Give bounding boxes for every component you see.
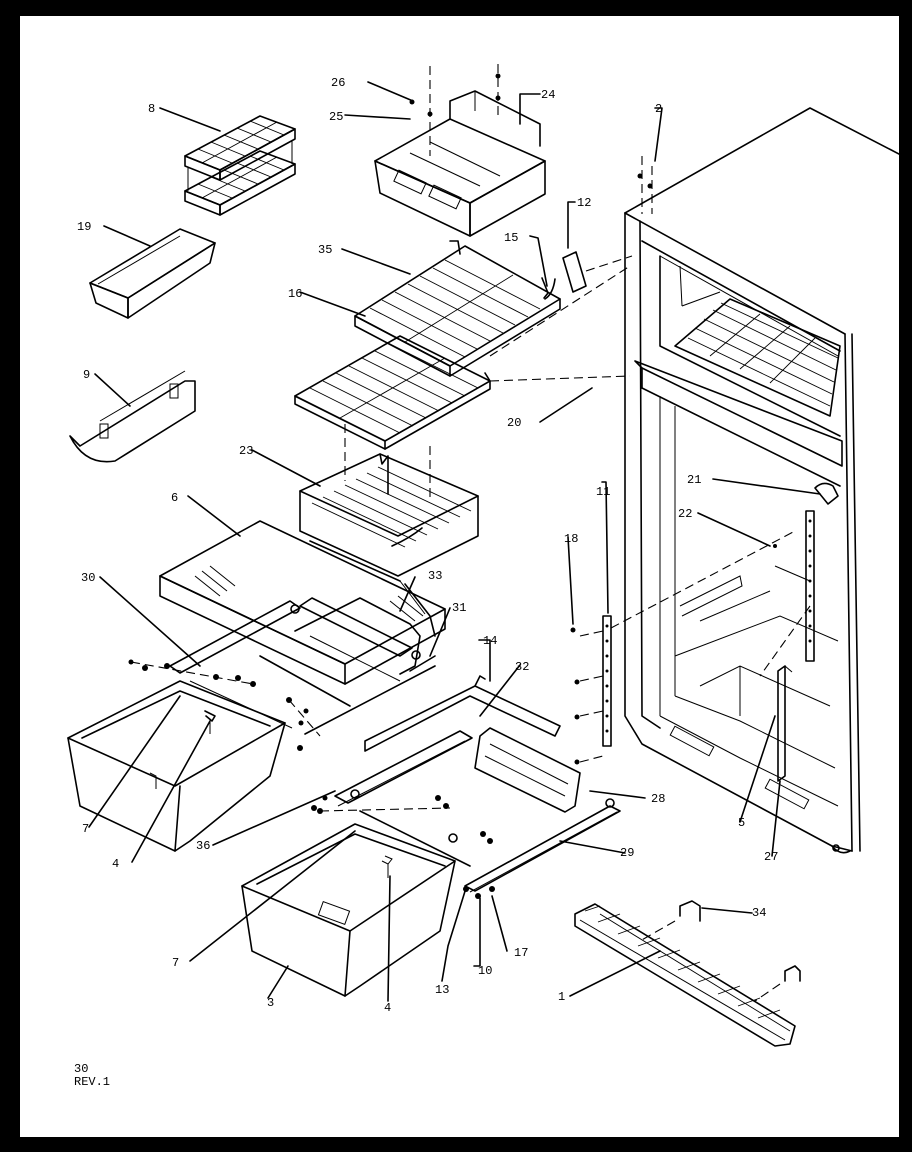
label-8: 8 [148,102,155,116]
label-21: 21 [687,473,701,487]
crisper-cover-6 [159,520,446,685]
label-11: 11 [596,485,610,499]
label-28: 28 [651,792,665,806]
revision-label: REV.1 [74,1075,111,1089]
label-22: 22 [678,507,692,521]
label-32: 32 [515,660,529,674]
screws-upper [128,659,321,751]
label-18: 18 [564,532,578,546]
ice-trays-8 [184,115,296,216]
part-number-labels: 8 26 25 24 2 12 15 19 35 16 9 20 23 6 21… [77,76,778,1015]
label-15: 15 [504,231,518,245]
diagram-sheet: 8 26 25 24 2 12 15 19 35 16 9 20 23 6 21… [20,16,899,1137]
wire-shelf-23 [299,453,479,582]
label-4-lower: 4 [384,1001,391,1015]
label-10: 10 [478,964,492,978]
label-25: 25 [329,110,343,124]
label-26: 26 [331,76,345,90]
crisper-frame-lower [334,675,621,893]
ice-bin-19 [89,228,216,319]
label-20: 20 [507,416,521,430]
label-6: 6 [171,491,178,505]
label-2: 2 [655,102,662,116]
label-33: 33 [428,569,442,583]
freezer-shelf-35 [354,240,561,377]
label-17: 17 [514,946,528,960]
exploded-parts-drawing: 8 26 25 24 2 12 15 19 35 16 9 20 23 6 21… [67,64,899,1047]
label-31: 31 [452,601,466,615]
label-13: 13 [435,983,449,997]
toe-grille-1 [574,903,796,1047]
label-16: 16 [288,287,302,301]
label-29: 29 [620,846,634,860]
cabinet-screws-2 [637,156,653,214]
label-23: 23 [239,444,253,458]
shelf-ladder-11 [570,530,796,765]
label-34: 34 [752,906,766,920]
label-1: 1 [558,990,565,1004]
label-9: 9 [83,368,90,382]
crisper-frame-30 [169,580,436,735]
grille-clips-34 [639,900,801,1002]
label-35: 35 [318,243,332,257]
refrigerator-cabinet [624,107,899,854]
crisper-drawer-lower [241,823,456,997]
label-12: 12 [577,196,591,210]
cover-12 [562,251,633,293]
label-3: 3 [267,996,274,1010]
label-19: 19 [77,220,91,234]
page-number: 30 [74,1062,89,1076]
label-7-lower: 7 [172,956,179,970]
label-5: 5 [738,816,745,830]
freezer-shelf-16 [294,265,631,501]
leader-lines [88,81,821,1002]
label-30: 30 [81,571,95,585]
label-24: 24 [541,88,555,102]
crisper-drawer-upper [67,680,293,852]
screws-lower [311,795,495,899]
ice-maker-24 [374,64,546,237]
label-27: 27 [764,850,778,864]
dairy-door-9 [69,370,196,463]
label-4-upper: 4 [112,857,119,871]
label-14: 14 [483,634,497,648]
label-7-upper: 7 [82,822,89,836]
clip-15 [541,277,549,299]
label-36: 36 [196,839,210,853]
